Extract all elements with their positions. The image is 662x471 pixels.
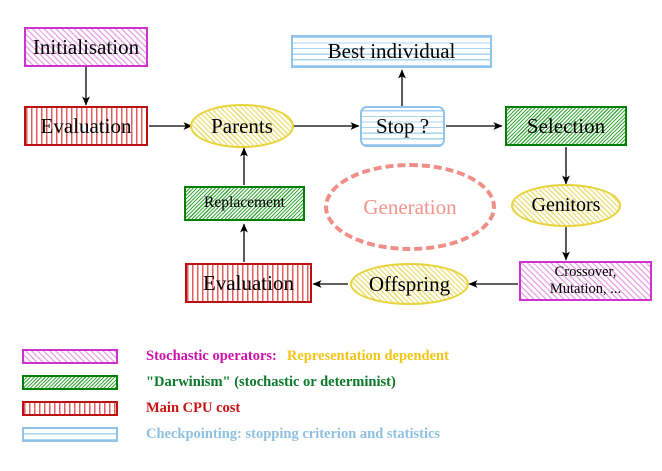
node-evaluation-bottom-label: Evaluation: [203, 270, 294, 295]
node-generation-label: Generation: [363, 194, 457, 219]
node-parents-label: Parents: [211, 113, 273, 138]
node-best-individual-label: Best individual: [327, 39, 456, 64]
legend-row-cpu-cost: Main CPU cost: [22, 396, 240, 420]
legend-swatch-magenta: [22, 348, 118, 364]
legend-swatch-red: [22, 400, 118, 416]
node-genitors[interactable]: Genitors: [511, 184, 621, 227]
node-selection[interactable]: Selection: [505, 106, 627, 146]
legend-row-stochastic: Stochastic operators: Representation depe…: [22, 344, 449, 368]
node-crossover-mutation[interactable]: Crossover, Mutation, ...: [519, 261, 652, 301]
node-genitors-label: Genitors: [531, 194, 601, 216]
node-generation: Generation: [324, 163, 496, 251]
legend-label-darwinism: "Darwinism" (stochastic or determinist): [146, 373, 396, 390]
node-evaluation-bottom[interactable]: Evaluation: [185, 263, 312, 303]
legend-label-stochastic-secondary: Representation dependent: [286, 347, 449, 364]
node-offspring[interactable]: Offspring: [350, 263, 469, 305]
node-evaluation-top-label: Evaluation: [40, 113, 132, 138]
legend-row-darwinism: "Darwinism" (stochastic or determinist): [22, 370, 396, 394]
node-initialisation-label: Initialisation: [32, 34, 140, 59]
legend-label-checkpointing: Checkpointing: stopping criterion and st…: [146, 425, 441, 442]
legend-label-stochastic-main: Stochastic operators:: [146, 347, 277, 364]
node-replacement-label: Replacement: [204, 194, 285, 212]
node-crossover-label-line2: Mutation, ...: [549, 281, 622, 297]
node-stop[interactable]: Stop ?: [360, 106, 445, 147]
node-crossover-label-line1: Crossover,: [554, 264, 617, 281]
node-initialisation[interactable]: Initialisation: [24, 27, 148, 67]
node-replacement[interactable]: Replacement: [184, 186, 305, 221]
node-parents[interactable]: Parents: [190, 104, 294, 148]
legend-row-checkpointing: Checkpointing: stopping criterion and st…: [22, 422, 440, 446]
node-evaluation-top[interactable]: Evaluation: [24, 106, 148, 146]
node-stop-label: Stop ?: [375, 114, 430, 139]
node-offspring-label: Offspring: [368, 271, 451, 296]
node-selection-label: Selection: [526, 113, 606, 138]
node-best-individual[interactable]: Best individual: [291, 35, 492, 68]
legend-label-cpu-cost: Main CPU cost: [146, 399, 241, 416]
legend-swatch-blue: [22, 426, 118, 442]
legend-swatch-green: [22, 374, 118, 390]
legend: Stochastic operators: Representation depe…: [0, 336, 662, 471]
legend-label-stochastic: Stochastic operators: Representation depe…: [146, 348, 449, 365]
